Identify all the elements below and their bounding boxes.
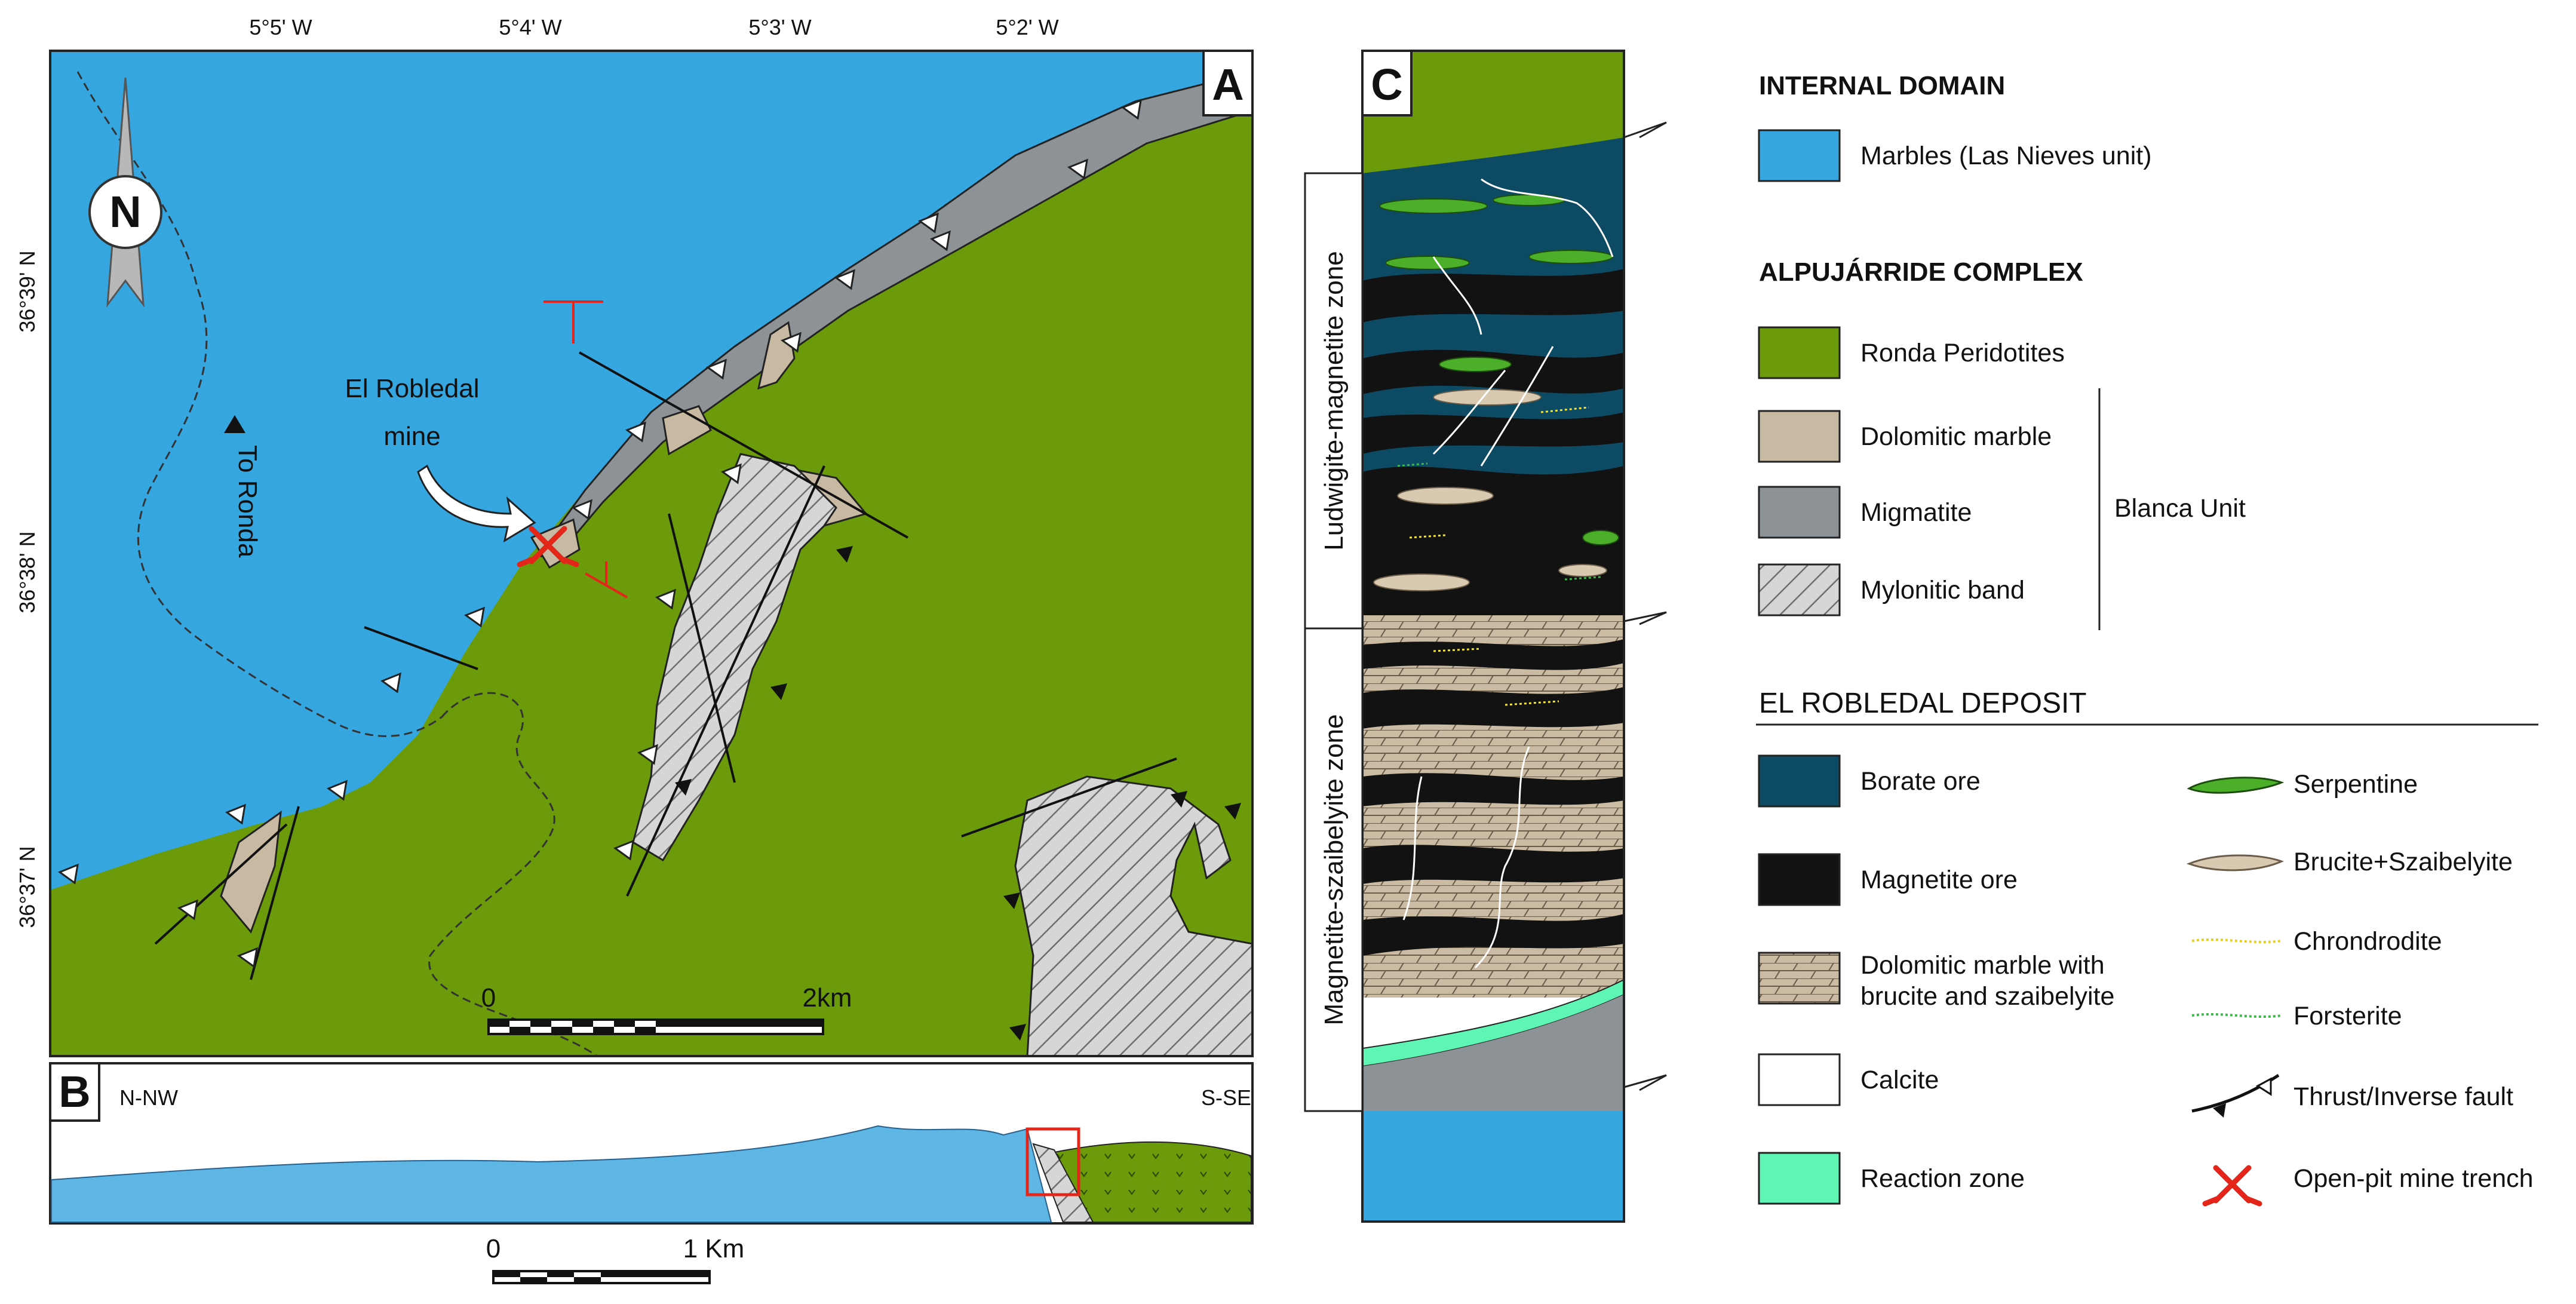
legend-label-brucite: Brucite+Szaibelyite [2293,848,2513,876]
lon-label-4: 5°2' W [996,15,1058,39]
dolomitic-lens-3 [530,518,581,569]
legend-header-alpujarride: ALPUJÁRRIDE COMPLEX [1759,257,2083,287]
legend-symbol-thrust [2191,1073,2280,1118]
legend-label-magnetite: Magnetite ore [1860,866,2018,894]
mylonitic-band-2 [1014,775,1252,1056]
marble-area [50,51,1252,890]
column-location-box [1026,1127,1080,1196]
legend-symbol-serpentine [2187,777,2285,794]
legend-label-marbles: Marbles (Las Nieves unit) [1860,142,2152,170]
legend-label-reaction: Reaction zone [1860,1164,2025,1193]
section-left-label: N-NW [119,1085,178,1110]
road-dashed-2 [428,692,598,1056]
map-lat-labels: 36°39' N 36°38' N 36°37' N [15,250,39,928]
north-arrow [88,77,162,308]
legend-swatch-mylonitic [1758,563,1841,616]
legend-swatch-reaction [1758,1152,1841,1205]
to-ronda-label: To Ronda [233,445,262,558]
mylonitic-band-1 [632,453,837,862]
lower-zone-box [1304,627,1364,1112]
legend-swatch-magnetite [1758,853,1841,906]
map-scale-end: 2km [802,983,852,1012]
cross-section-marble [51,1125,1052,1223]
legend-label-dolo-brucite-1: Dolomitic marble with [1860,951,2105,980]
legend-swatch-ronda [1758,326,1841,379]
lon-label-2: 5°4' W [499,15,561,39]
panel-a-box [1202,50,1254,116]
panel-a-label: A [1212,60,1244,109]
legend-label-ronda: Ronda Peridotites [1860,339,2065,367]
lon-label-3: 5°3' W [748,15,811,39]
to-ronda-triangle [224,415,245,433]
legend-symbol-forsterite [2191,1012,2282,1018]
legend-label-serpentine: Serpentine [2293,770,2418,799]
panel-c-box [1361,50,1413,116]
legend-symbol-chondrodite [2191,938,2282,944]
legend-label-thrust: Thrust/Inverse fault [2293,1082,2513,1111]
lower-zone-label: Magnetite-szaibelyite zone [1319,714,1349,1026]
faults [154,351,1177,980]
road-dashed [76,71,443,737]
geologic-map [50,51,1252,1056]
strike-dip-symbols [544,300,628,599]
legend-swatch-dolomitic [1758,410,1841,463]
legend-label-migmatite: Migmatite [1860,498,1972,527]
mine-label-line2: mine [383,422,440,451]
section-scale-bar [492,1270,711,1284]
lat-label-2: 36°38' N [15,531,39,613]
legend-label-forsterite: Forsterite [2293,1002,2402,1030]
legend-label-dolomitic: Dolomitic marble [1860,422,2052,451]
section-scale-end: 1 Km [683,1234,745,1263]
section-right-label: S-SE [1201,1085,1251,1110]
lat-label-1: 36°39' N [15,250,39,332]
legend-header-internal: INTERNAL DOMAIN [1759,71,2005,100]
legend-label-chondrodite: Chrondrodite [2293,927,2442,956]
map-lon-labels: 5°5' W 5°4' W 5°3' W 5°2' W [249,15,1058,39]
lat-label-3: 36°37' N [15,846,39,928]
legend-symbol-brucite [2186,854,2285,872]
column-contact-ticks [1623,121,1667,1091]
map-scale-start: 0 [481,983,496,1012]
mine-trench-icon [517,526,579,567]
legend-label-dolo-brucite-2: brucite and szaibelyite [1860,982,2114,1011]
cross-section-peridotite [1050,1141,1252,1223]
map-frame [49,50,1254,1057]
legend-swatch-migmatite [1758,486,1841,539]
thrust-teeth-black [675,546,1241,1041]
lon-label-1: 5°5' W [249,15,312,39]
upper-zone-label: Ludwigite-magnetite zone [1319,251,1349,550]
thrust-teeth [57,99,1142,968]
stratigraphic-column [1362,51,1624,1222]
legend-label-mylonitic: Mylonitic band [1860,576,2025,605]
legend-swatch-borate [1758,754,1841,808]
panel-b-box [49,1062,100,1122]
mine-pointer-arrow [417,464,536,543]
upper-zone-box [1304,172,1364,630]
legend-swatch-calcite [1758,1053,1841,1106]
panel-b-label: B [59,1067,90,1116]
legend-label-calcite: Calcite [1860,1066,1939,1094]
panel-c-label: C [1371,60,1402,109]
map-scale-bar [487,1018,824,1035]
legend-swatch-dolo-brucite [1758,952,1841,1005]
dolomitic-lens-2 [662,405,712,456]
legend [1756,129,2538,1207]
legend-header-deposit: EL ROBLEDAL DEPOSIT [1759,688,2087,719]
section-scale-start: 0 [486,1234,501,1263]
legend-label-openpit: Open-pit mine trench [2293,1164,2534,1193]
north-label: N [109,187,141,237]
legend-symbol-openpit [2202,1165,2262,1207]
mine-label-line1: El Robledal [345,374,479,403]
legend-label-borate: Borate ore [1860,767,1981,796]
legend-swatch-marbles [1758,129,1841,182]
legend-label-blanca: Blanca Unit [2114,494,2246,523]
